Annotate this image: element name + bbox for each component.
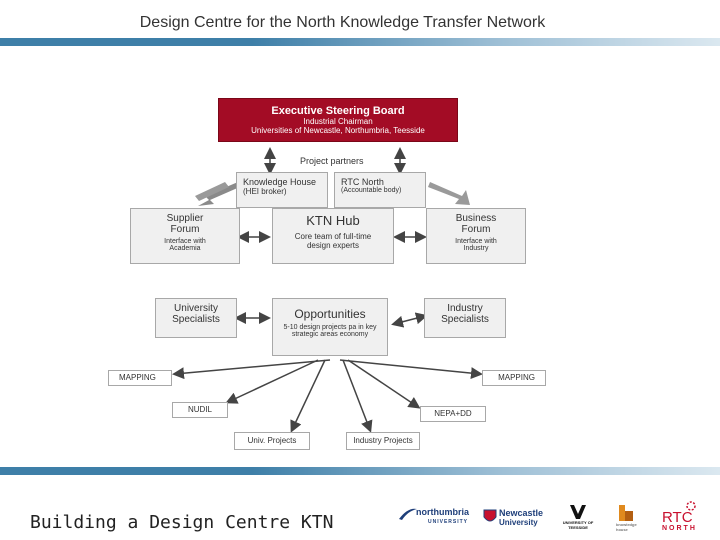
northumbria-logo-text: northumbria xyxy=(416,507,469,517)
univ-projects-box: Univ. Projects xyxy=(234,432,310,450)
newcastle-shield-icon xyxy=(483,509,497,522)
project-partners-label: Project partners xyxy=(300,156,364,166)
supplier-forum-box: Supplier Forum Interface with Academia xyxy=(130,208,240,264)
industry-specialists-title: Industry Specialists xyxy=(441,303,489,325)
executive-line2: Universities of Newcastle, Northumbria, … xyxy=(251,126,425,135)
nepa-box: NEPA+DD xyxy=(420,406,486,422)
footer-title: Building a Design Centre KTN xyxy=(30,512,334,533)
ktn-hub-sub: Core team of full-time design experts xyxy=(294,232,372,250)
rtc-north-box: RTC North (Accountable body) xyxy=(334,172,426,208)
kh-logo-text: knowledge house xyxy=(616,522,637,532)
footer-divider xyxy=(0,467,720,475)
northumbria-logo-sub: UNIVERSITY xyxy=(428,519,469,525)
executive-steering-board: Executive Steering Board Industrial Chai… xyxy=(218,98,458,142)
page-title: Design Centre for the North Knowledge Tr… xyxy=(139,14,546,31)
kh-bar-icon xyxy=(619,505,625,521)
university-specialists-title: University Specialists xyxy=(172,303,220,325)
industry-projects-label: Industry Projects xyxy=(353,436,413,445)
rtc-north-logo: RTC NORTH xyxy=(660,500,708,536)
university-specialists-box: University Specialists xyxy=(155,298,237,338)
newcastle-logo-sub: University xyxy=(499,518,538,527)
nepa-label: NEPA+DD xyxy=(434,409,472,418)
knowledge-house-logo: knowledge house xyxy=(616,503,642,535)
business-forum-sub: Interface with Industry xyxy=(455,238,497,252)
rtc-logo-sub: NORTH xyxy=(662,525,697,532)
newcastle-logo-text: Newcastle xyxy=(499,508,544,518)
ktn-hub-box: KTN Hub Core team of full-time design ex… xyxy=(272,208,394,264)
industry-projects-box: Industry Projects xyxy=(346,432,420,450)
supplier-forum-sub: Interface with Academia xyxy=(164,238,206,252)
opportunities-sub: 5-10 design projects pa in key strategic… xyxy=(283,324,377,338)
teesside-logo-text: UNIVERSITY OF TEESSIDE xyxy=(562,520,594,530)
opportunities-box: Opportunities 5-10 design projects pa in… xyxy=(272,298,388,356)
kh-block-icon xyxy=(625,511,633,521)
teesside-crest-icon xyxy=(570,505,586,519)
teesside-logo: UNIVERSITY OF TEESSIDE xyxy=(558,505,598,535)
rtc-north-sub: (Accountable body) xyxy=(341,187,402,194)
knowledge-house-title: Knowledge House xyxy=(243,177,317,187)
industry-specialists-box: Industry Specialists xyxy=(424,298,506,338)
nudil-label: NUDIL xyxy=(187,405,212,414)
executive-line1: Industrial Chairman xyxy=(303,117,373,126)
business-forum-title: Business Forum xyxy=(455,213,497,235)
mapping-right-box: MAPPING xyxy=(482,370,546,386)
nudil-box: NUDIL xyxy=(172,402,228,418)
mapping-left-label: MAPPING xyxy=(119,373,156,382)
univ-projects-label: Univ. Projects xyxy=(247,436,297,445)
rtc-star-icon xyxy=(686,501,696,511)
ktn-hub-title: KTN Hub xyxy=(306,213,360,228)
mapping-right-label: MAPPING xyxy=(498,373,535,382)
rtc-north-title: RTC North xyxy=(341,177,384,187)
business-forum-box: Business Forum Interface with Industry xyxy=(426,208,526,264)
knowledge-house-box: Knowledge House (HEI broker) xyxy=(236,172,328,208)
northumbria-logo: northumbria UNIVERSITY xyxy=(398,505,476,533)
northumbria-swoosh-icon xyxy=(399,508,417,520)
mapping-left-box: MAPPING xyxy=(108,370,172,386)
opportunities-title: Opportunities xyxy=(294,307,366,321)
supplier-forum-title: Supplier Forum xyxy=(166,213,204,235)
knowledge-house-sub: (HEI broker) xyxy=(243,187,287,196)
newcastle-logo: Newcastle University xyxy=(483,505,547,533)
header-divider xyxy=(0,38,720,46)
executive-title: Executive Steering Board xyxy=(271,105,405,117)
rtc-logo-text: RTC xyxy=(662,509,693,526)
